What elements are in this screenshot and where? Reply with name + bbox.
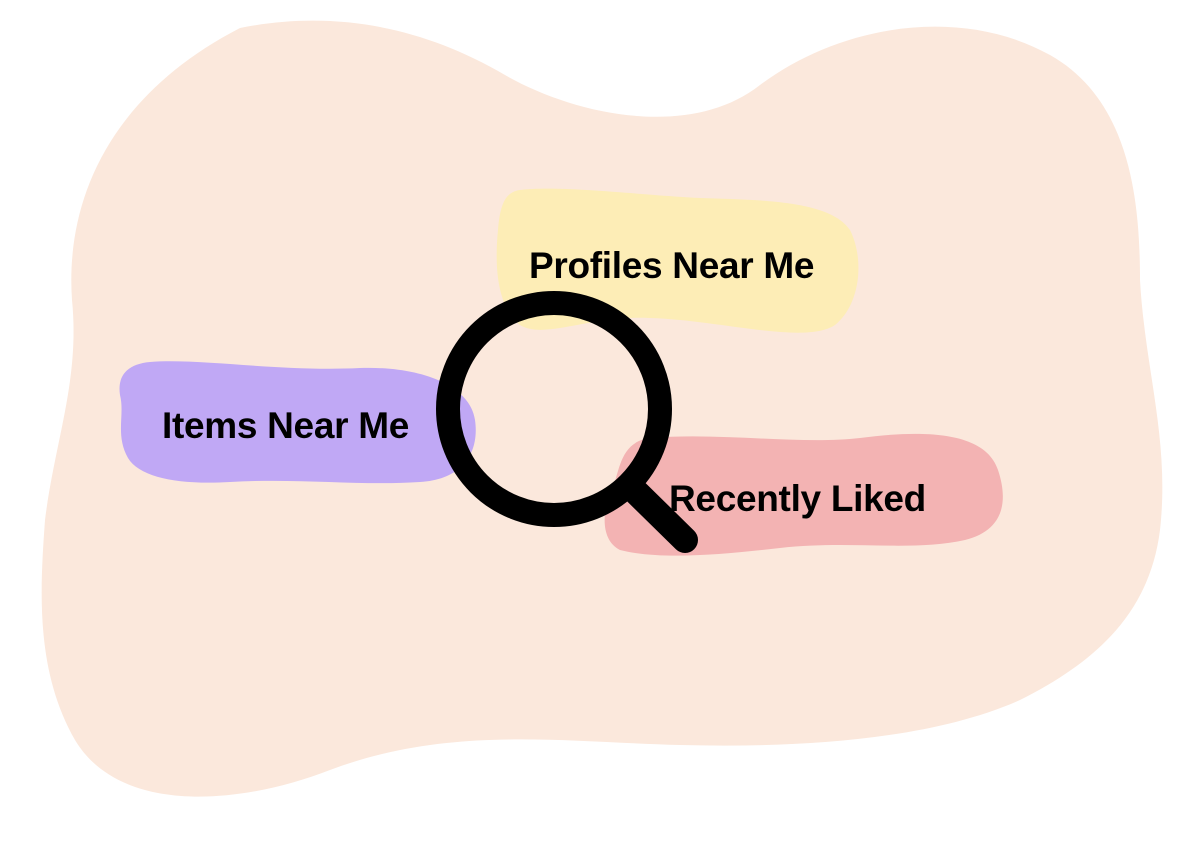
chip-items-near-me: [119, 361, 476, 484]
label-recently-liked: Recently Liked: [669, 478, 926, 519]
backdrop-blob: [41, 20, 1163, 797]
label-profiles-near-me: Profiles Near Me: [529, 245, 814, 286]
chip-recently-liked: [604, 433, 1003, 556]
label-items-near-me: Items Near Me: [162, 405, 409, 446]
magnifier-icon: [436, 291, 698, 553]
